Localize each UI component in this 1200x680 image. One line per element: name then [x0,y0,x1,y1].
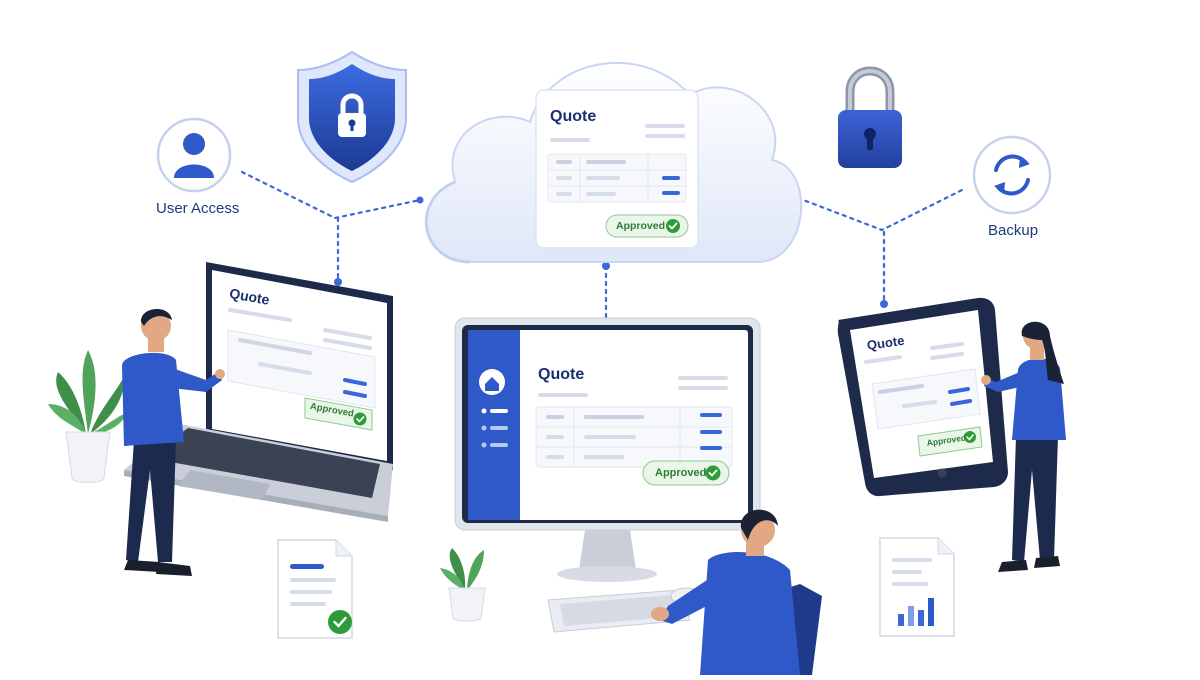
monitor-status-badge: Approved [655,467,707,479]
man-standing-left [122,308,225,576]
connector-dot [416,196,424,204]
plant-left [48,350,128,483]
document-icon [277,539,353,639]
check-icon [705,465,721,481]
man-seated [651,509,822,675]
check-icon [964,431,976,443]
user-access-icon [156,117,232,193]
home-icon [485,377,499,391]
connector-user-access [240,170,422,220]
plant-small [440,548,486,622]
cloud-status-badge: Approved [616,220,666,232]
connector-dot [602,262,610,270]
cloud-quote-title: Quote [550,108,597,125]
check-icon [353,412,367,426]
check-icon [328,610,352,634]
padlock-icon [838,66,902,168]
connector-dot [880,300,888,308]
tablet [837,297,1008,497]
woman-standing [981,321,1066,572]
cloud-quote-card [535,89,699,249]
keyboard [547,589,691,633]
desktop-monitor [454,317,761,582]
connector-lines [240,170,964,324]
monitor-quote-card [535,376,733,486]
user-access-label: User Access [156,200,240,217]
shield-lock-icon [297,50,407,184]
backup-icon [972,135,1052,215]
connector-backup [796,188,964,232]
user-icon [183,133,205,155]
laptop-quote-card [227,308,376,431]
backup-label: Backup [988,222,1039,239]
connector-dot [334,278,342,286]
check-icon [666,219,680,233]
tablet-quote-card [864,342,983,457]
bar-chart-document-icon [879,537,955,637]
monitor-quote-title: Quote [538,366,585,383]
laptop [124,262,393,522]
monitor-sidebar [468,330,520,520]
